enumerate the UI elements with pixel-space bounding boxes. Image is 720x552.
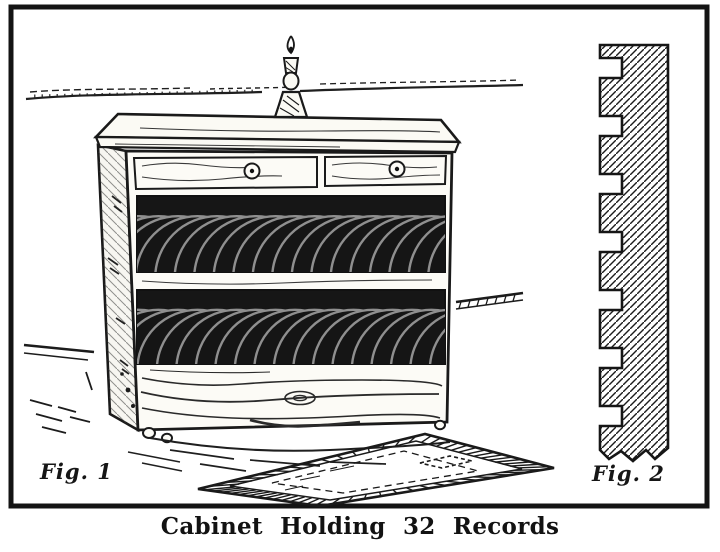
drawer-left xyxy=(132,155,318,191)
records-top-row xyxy=(137,215,445,272)
cabinet-feet xyxy=(142,419,446,444)
floor-shadow xyxy=(127,437,451,472)
figure-caption: Cabinet Holding 32 Records xyxy=(160,513,560,540)
drawer-knob-right xyxy=(388,160,406,178)
fig2-notched-board xyxy=(598,43,670,463)
rug xyxy=(197,432,555,508)
drawer-knob-left xyxy=(243,162,261,180)
records-bottom-row xyxy=(137,308,445,364)
floor-line-left xyxy=(23,343,95,434)
drawer-right xyxy=(324,154,448,188)
cabinet-bottom-panel xyxy=(140,369,443,428)
baseboard-right xyxy=(455,291,524,310)
fig1-label: Fig. 1 xyxy=(40,459,113,484)
fig2-label: Fig. 2 xyxy=(592,461,665,486)
horizon-line xyxy=(25,79,524,101)
candlestick xyxy=(273,35,309,119)
record-cabinet xyxy=(92,112,462,444)
